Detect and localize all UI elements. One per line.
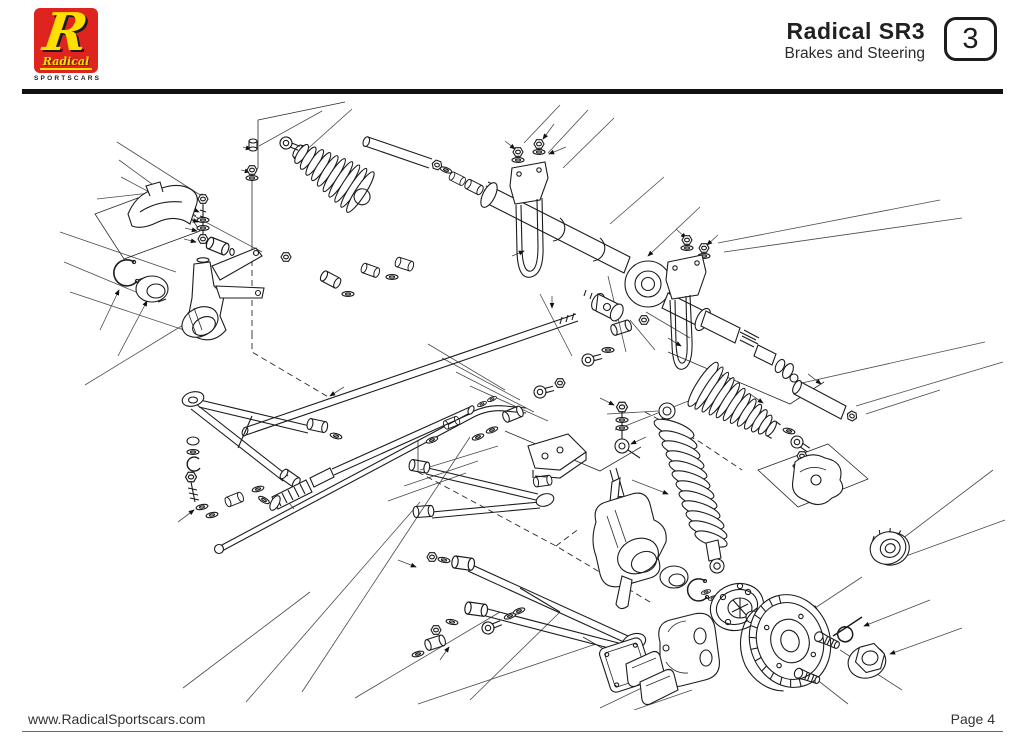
rack-clamp-right: [665, 235, 711, 370]
radical-logo: R Radical SPORTSCARS: [34, 8, 104, 82]
castellated-hub-nut: [869, 527, 910, 566]
upright-hub-side: [592, 477, 667, 610]
wheel-studs: [793, 631, 840, 685]
master-cylinder-clamp: [127, 181, 198, 228]
steering-rack: [447, 170, 711, 332]
page-subtitle: Brakes and Steering: [784, 45, 925, 62]
lower-ball-joint-hardware: [195, 484, 265, 520]
damper-mount-bolt: [614, 401, 641, 459]
rack-clamp-left: [509, 139, 549, 278]
steering-column-shaft: [241, 312, 579, 437]
coilover-damper: [653, 402, 728, 574]
split-pin-r-clip: [832, 616, 863, 643]
track-rod-right: [792, 380, 859, 423]
exploded-diagram-brakes-steering: [59, 101, 1006, 710]
tie-rod-top: [277, 134, 454, 175]
rack-gaiter-left: [292, 143, 375, 213]
footer-rule: [22, 731, 1003, 732]
circlip-front: [113, 259, 140, 287]
brake-pads: [625, 650, 679, 706]
panel-bolts: [245, 138, 259, 181]
hub-nut: [847, 642, 887, 679]
front-upright: [181, 247, 265, 341]
wheel-bearing-front: [135, 275, 169, 303]
middle-bracket: [527, 433, 587, 488]
wheel-bearing-rear: [659, 565, 689, 589]
steering-universal-joint: [583, 289, 624, 322]
radical-script: Radical: [40, 56, 92, 70]
steering-arm: [791, 454, 844, 506]
radical-logo-box: R Radical: [34, 8, 98, 73]
brake-caliper: [658, 612, 720, 688]
radical-wordmark: SPORTSCARS: [34, 75, 102, 82]
rack-gaiter-right: [687, 361, 781, 439]
wheel-hub: [700, 582, 765, 632]
page-title: Radical SR3: [786, 18, 925, 44]
section-number-badge: 3: [944, 17, 997, 61]
upper-wishbone: [181, 391, 343, 506]
rack-end-right: [700, 310, 799, 383]
bolt-washer-stack: [196, 194, 210, 244]
footer-page-number: Page 4: [950, 711, 995, 727]
rack-inner-track-rod: [269, 394, 498, 511]
track-rod-end-upper: [204, 235, 235, 257]
wishbone-front-lower: [407, 458, 555, 519]
brake-disc: [740, 594, 832, 692]
circlip-rear: [686, 578, 710, 602]
ball-joint-stack: [184, 436, 201, 503]
header-rule: [22, 89, 1003, 94]
footer-website: www.RadicalSportscars.com: [28, 711, 206, 727]
